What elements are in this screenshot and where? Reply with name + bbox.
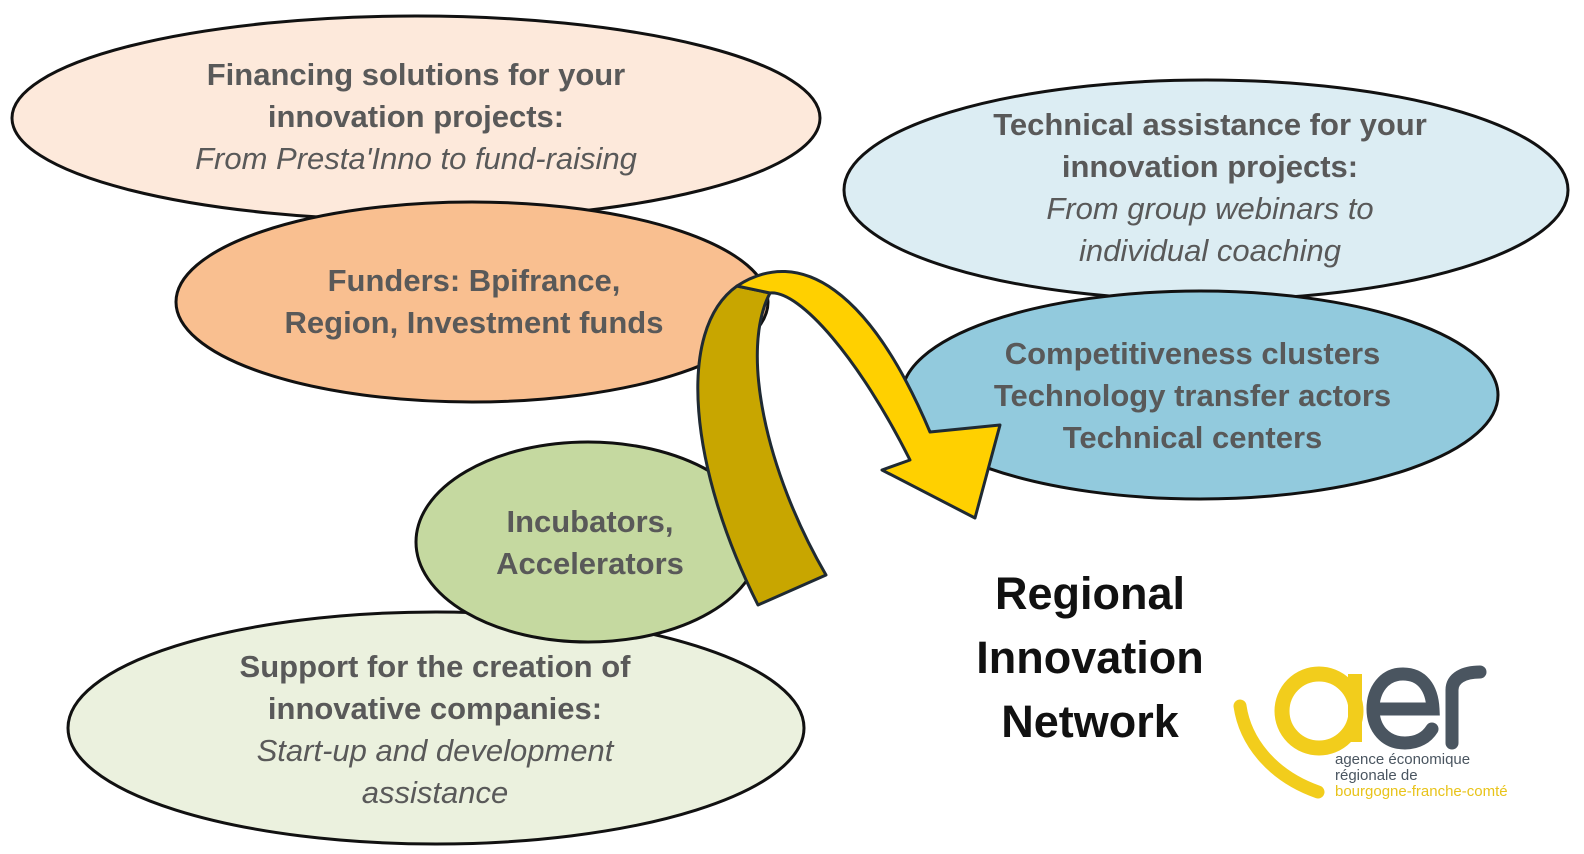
clusters-line-3: Technical centers: [1062, 420, 1323, 455]
funders-title: Funders: Bpifrance, Region, Investment f…: [284, 263, 664, 340]
creation-subtitle: Start-up and development assistance: [256, 733, 614, 810]
financing-subtitle: From Presta'Inno to fund-raising: [195, 141, 637, 176]
ellipse-creation: [66, 610, 806, 846]
aer-logo-text: agence économique régionale de bourgogne…: [1335, 752, 1508, 800]
funders-label: Funders: Bpifrance, Region, Investment f…: [284, 260, 664, 344]
network-title: Regional Innovation Network: [955, 562, 1225, 754]
network-title-line-3: Network: [1001, 696, 1179, 747]
incubators-label: Incubators, Accelerators: [490, 501, 690, 585]
financing-title: Financing solutions for your innovation …: [206, 57, 626, 134]
technical-label: Technical assistance for your innovation…: [990, 104, 1430, 272]
financing-label: Financing solutions for your innovation …: [150, 54, 682, 180]
clusters-line-2: Technology transfer actors: [993, 378, 1392, 413]
network-title-line-1: Regional: [994, 568, 1186, 619]
logo-line-2: régionale de: [1335, 767, 1418, 784]
ellipse-funders: [174, 200, 770, 404]
creation-label: Support for the creation of innovative c…: [220, 646, 650, 814]
aer-logo-mark: [1233, 665, 1487, 799]
logo-line-3: bourgogne-franche-comté: [1335, 783, 1508, 800]
network-title-line-2: Innovation: [976, 632, 1204, 683]
clusters-label: Competitiveness clusters Technology tran…: [985, 333, 1400, 459]
creation-title: Support for the creation of innovative c…: [239, 649, 631, 726]
clusters-line-1: Competitiveness clusters: [1004, 336, 1381, 371]
incubators-title: Incubators, Accelerators: [496, 504, 684, 581]
logo-line-1: agence économique: [1335, 751, 1471, 768]
technical-title: Technical assistance for your innovation…: [993, 107, 1427, 184]
arrow-curve-front: [735, 270, 1002, 520]
technical-subtitle: From group webinars to individual coachi…: [1046, 191, 1374, 268]
